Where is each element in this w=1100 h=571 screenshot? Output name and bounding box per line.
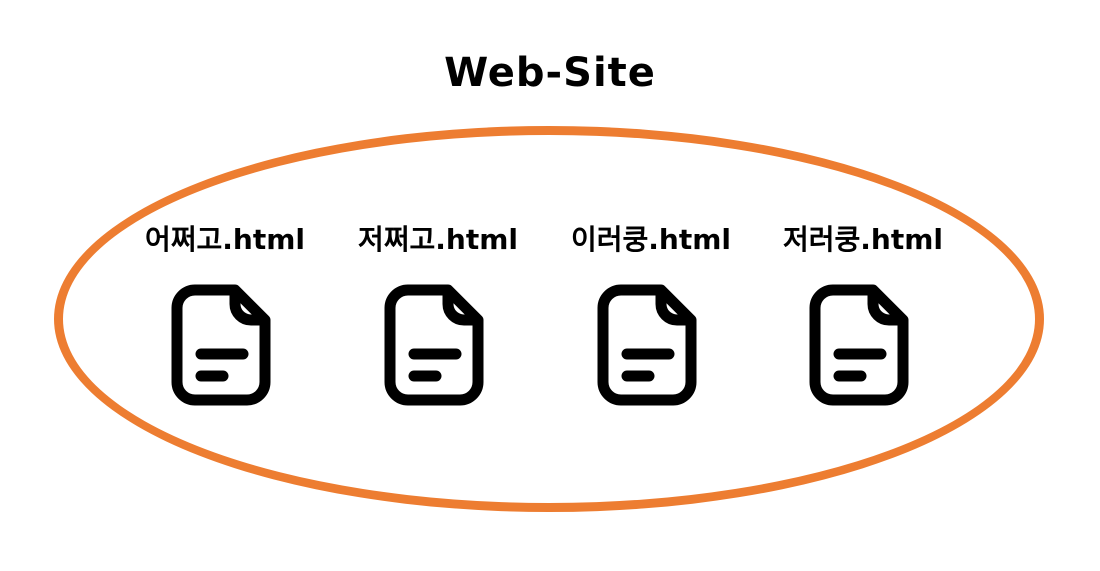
website-container-ellipse xyxy=(54,126,1044,512)
file-item: 이러쿵.html xyxy=(556,222,746,410)
file-text-icon xyxy=(171,284,271,406)
file-label: 저쩌고.html xyxy=(357,223,518,256)
diagram-title: Web-Site xyxy=(444,50,656,96)
file-text-icon xyxy=(384,284,484,406)
file-text-icon xyxy=(809,284,909,406)
file-label: 어쩌고.html xyxy=(144,223,305,256)
file-label: 저러쿵.html xyxy=(782,223,943,256)
file-text-icon xyxy=(597,284,697,406)
file-item: 어쩌고.html xyxy=(130,222,320,410)
file-item: 저쩌고.html xyxy=(343,222,533,410)
file-label: 이러쿵.html xyxy=(570,223,731,256)
file-item: 저러쿵.html xyxy=(768,222,958,410)
